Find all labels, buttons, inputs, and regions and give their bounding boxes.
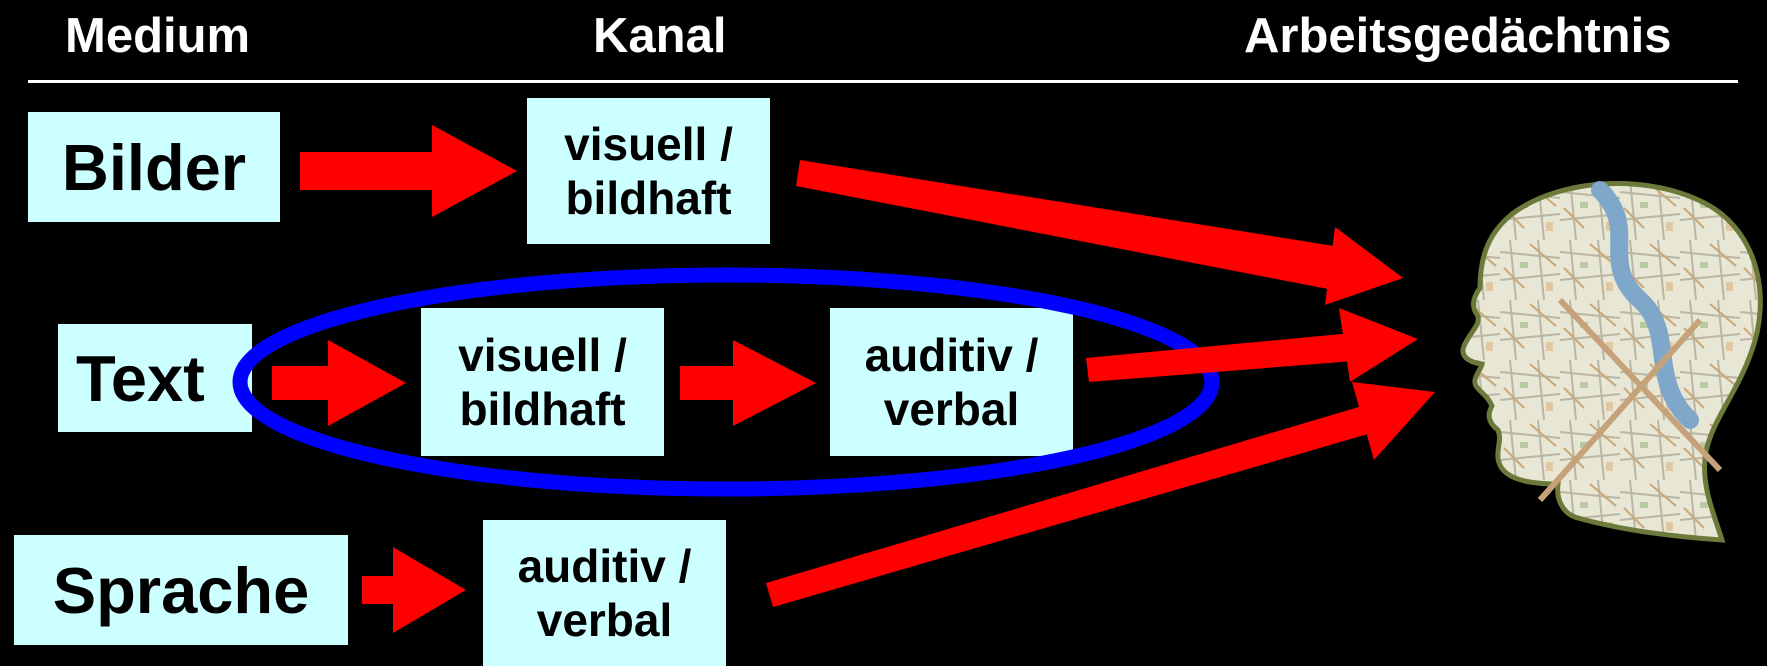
medium-label-sprache: Sprache xyxy=(52,553,310,627)
arrow-text-to-visuell xyxy=(272,340,406,426)
text-group-ellipse xyxy=(232,267,1220,497)
header-divider xyxy=(28,80,1738,83)
medium-box-sprache: Sprache xyxy=(14,535,348,645)
channel-label-line1: auditiv / xyxy=(517,540,692,592)
header-kanal: Kanal xyxy=(593,9,727,63)
arrow-visuell-to-auditiv xyxy=(680,340,816,426)
arrow-bilder-to-channel xyxy=(300,125,517,217)
channel-box-sprache-auditiv: auditiv / verbal xyxy=(483,520,726,666)
channel-label-line2: verbal xyxy=(536,594,673,646)
channel-box-text-auditiv: auditiv / verbal xyxy=(830,308,1073,456)
arrow-bilder-to-memory xyxy=(796,160,1403,305)
medium-box-text: Text xyxy=(58,324,252,432)
channel-label-line2: bildhaft xyxy=(565,172,732,224)
channel-label-line2: bildhaft xyxy=(459,383,626,435)
medium-box-bilder: Bilder xyxy=(28,112,280,222)
arrow-auditiv-to-memory xyxy=(1086,308,1418,382)
channel-label-line2: verbal xyxy=(883,383,1020,435)
arrow-sprache-to-memory xyxy=(766,382,1435,607)
medium-label-bilder: Bilder xyxy=(61,130,247,204)
channel-box-bilder-visuell: visuell / bildhaft xyxy=(527,98,770,244)
channel-label-line1: visuell / xyxy=(458,329,627,381)
channel-label-line1: auditiv / xyxy=(864,329,1039,381)
header-arbeitsgedaechtnis: Arbeitsgedächtnis xyxy=(1244,9,1672,63)
header-medium: Medium xyxy=(65,9,251,63)
head-with-map-texture-icon xyxy=(1460,181,1763,543)
arrow-sprache-to-channel xyxy=(362,547,466,633)
channel-box-text-visuell: visuell / bildhaft xyxy=(421,308,664,456)
channel-label-line1: visuell / xyxy=(564,118,733,170)
medium-label-text: Text xyxy=(76,341,205,415)
